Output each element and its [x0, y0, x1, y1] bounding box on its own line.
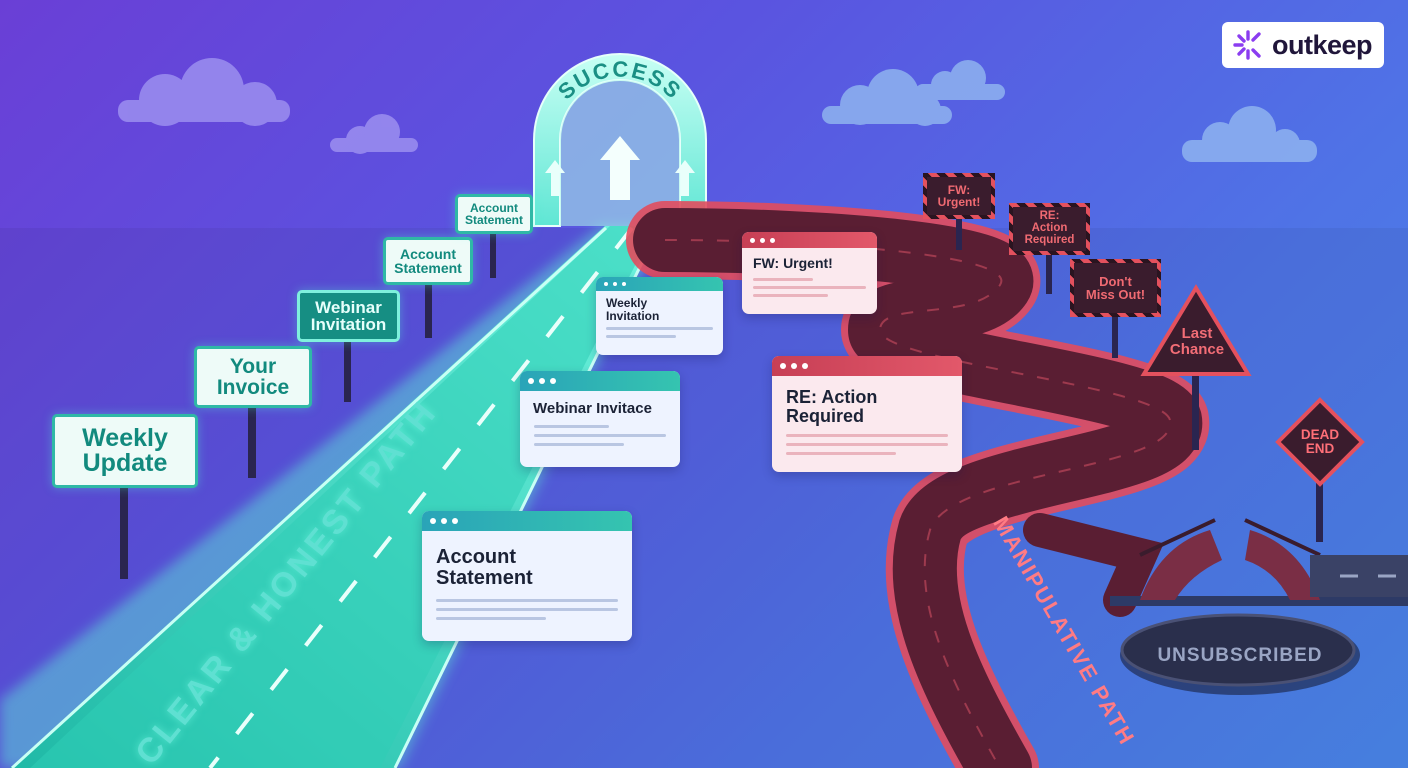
unsubscribed-pit — [1120, 613, 1356, 687]
sign-re-action-required: RE: Action Required — [1009, 203, 1090, 255]
dead-end-label: DEAD END — [1300, 427, 1340, 457]
sign-posts — [120, 214, 1323, 579]
last-chance-label: Last Chance — [1169, 325, 1225, 358]
road-edge — [10, 226, 608, 768]
window-dots-icon — [520, 371, 680, 391]
window-dots-icon — [422, 511, 632, 531]
email-card-weekly-invitation: Weekly Invitation — [596, 277, 723, 355]
text-line — [534, 433, 666, 437]
text-line — [786, 433, 948, 437]
email-subject: Account Statement — [436, 546, 533, 589]
last-chance-sign — [1140, 284, 1252, 376]
success-arch: SUCCESS — [533, 53, 707, 227]
window-dots-icon — [596, 277, 723, 291]
text-line — [534, 424, 609, 428]
sign-fw-urgent: FW: Urgent! — [923, 173, 995, 219]
email-card-fw-urgent: FW: Urgent! — [742, 232, 877, 314]
sign-account-statement-far: Account Statement — [455, 194, 533, 234]
text-line — [606, 335, 676, 339]
clear-road — [0, 226, 665, 768]
brand-wordmark: outkeep — [1272, 29, 1373, 60]
text-line — [606, 327, 713, 331]
cloud — [915, 60, 1005, 100]
cloud — [118, 58, 290, 126]
email-subject: FW: Urgent! — [753, 255, 833, 271]
text-line — [753, 285, 866, 289]
text-line — [786, 451, 896, 455]
text-line — [436, 608, 618, 611]
brand-badge: outkeep — [1222, 22, 1384, 68]
cloud — [330, 114, 418, 154]
sign-dont-miss-out: Don't Miss Out! — [1070, 259, 1161, 317]
email-subject: Weekly Invitation — [606, 296, 660, 323]
sign-weekly-update: Weekly Update — [52, 414, 198, 488]
text-line — [753, 293, 828, 297]
email-subject: RE: Action Required — [786, 387, 878, 426]
dead-end-sign — [1275, 397, 1365, 487]
cloud — [1182, 106, 1317, 162]
sign-your-invoice: Your Invoice — [194, 346, 312, 408]
lane-marking — [208, 226, 634, 768]
text-line — [786, 442, 948, 446]
sign-account-statement: Account Statement — [383, 237, 473, 285]
email-subject: Webinar Invitace — [533, 400, 652, 417]
text-line — [436, 599, 618, 602]
text-line — [753, 277, 813, 281]
text-line — [534, 442, 624, 446]
email-card-account-statement: Account Statement — [422, 511, 632, 641]
up-arrow-icon — [675, 160, 695, 196]
clouds — [118, 58, 418, 154]
cloud — [822, 69, 952, 126]
up-arrow-icon — [600, 136, 640, 200]
text-line — [436, 617, 546, 620]
email-card-re-action-required: RE: Action Required — [772, 356, 962, 472]
outkeep-logo-mark-icon — [1233, 30, 1261, 60]
lane-marking — [664, 239, 1172, 768]
sign-webinar-invitation: Webinar Invitation — [297, 290, 400, 342]
up-arrow-icon — [545, 160, 565, 196]
window-dots-icon — [742, 232, 877, 248]
clouds-right — [822, 60, 1317, 162]
unsubscribed-label: UNSUBSCRIBED — [1157, 645, 1323, 666]
window-dots-icon — [772, 356, 962, 376]
email-card-webinar: Webinar Invitace — [520, 371, 680, 467]
broken-bridge — [1110, 518, 1408, 606]
